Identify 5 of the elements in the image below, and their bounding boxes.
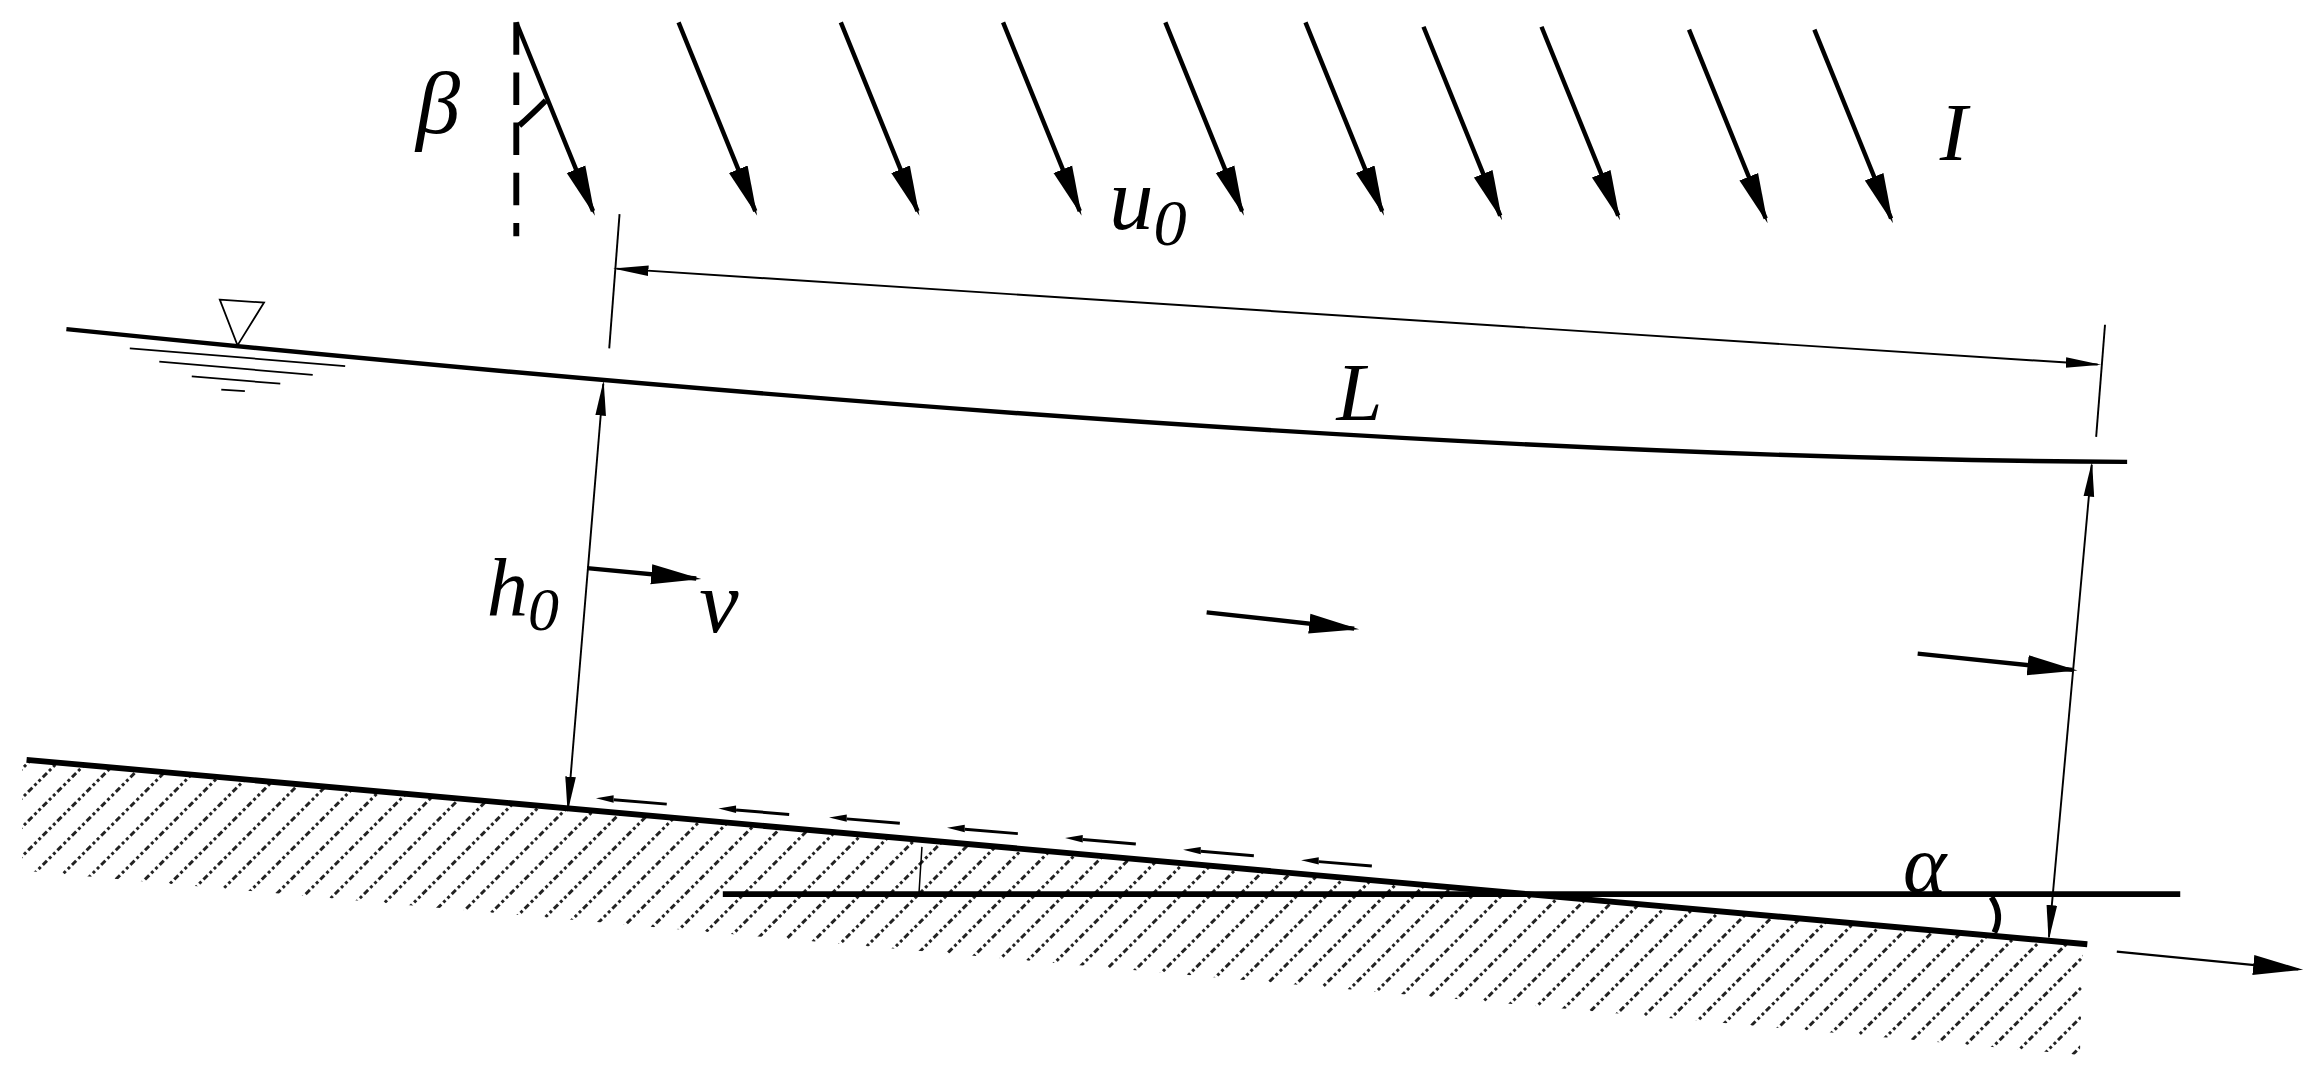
symbol-label: u$_{0}$ [1109, 154, 1187, 244]
symbol-label: L [1336, 351, 1383, 434]
symbol-label: α [1902, 823, 1947, 906]
symbol-label: v [699, 557, 739, 647]
symbol-label: h$_{0}$ [486, 545, 560, 629]
